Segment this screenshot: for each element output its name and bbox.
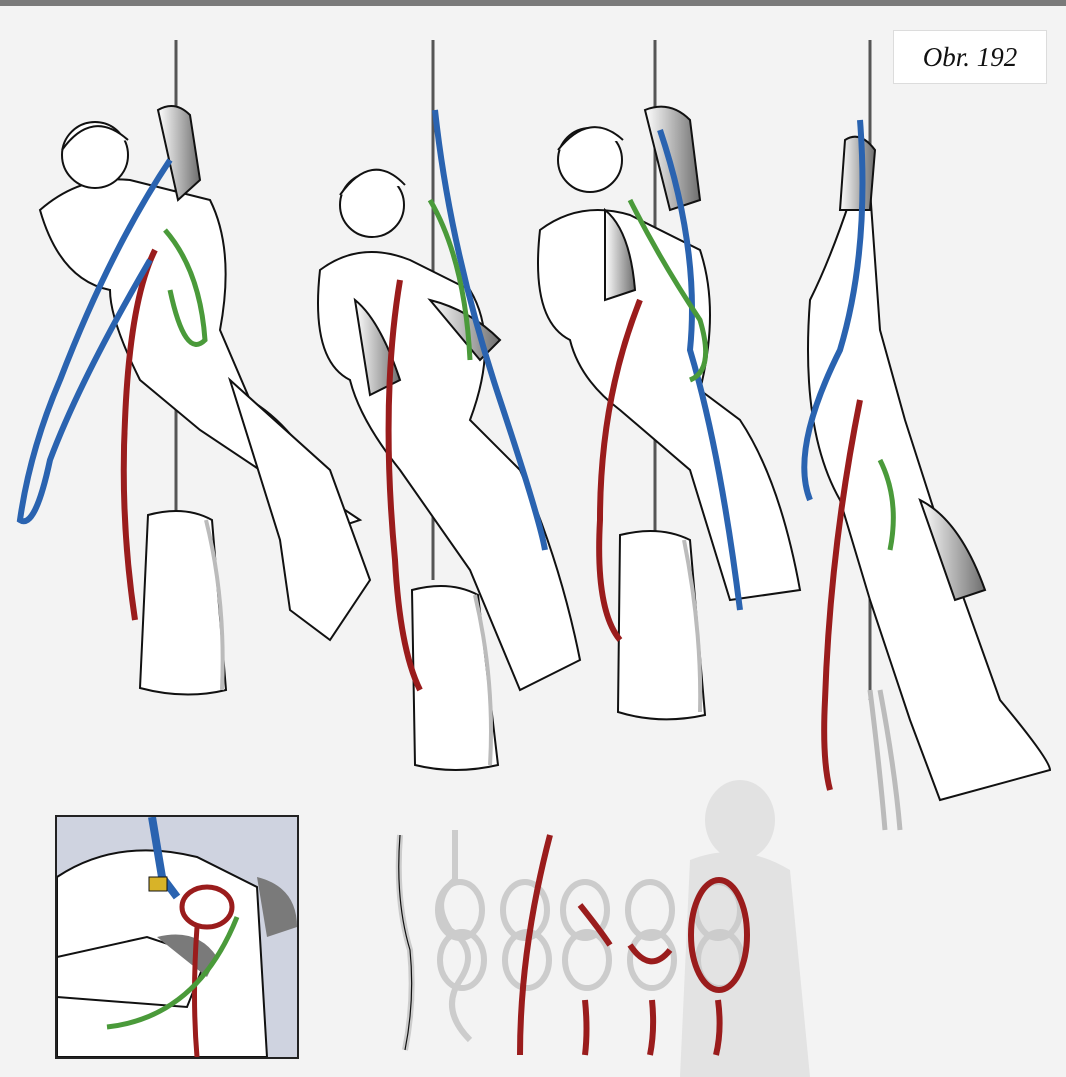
climber-2 <box>318 40 580 770</box>
knot-step-3 <box>503 835 550 1055</box>
knot-step-2 <box>438 830 484 1040</box>
climber-3 <box>538 40 800 719</box>
knot-step-4 <box>563 882 610 1055</box>
figure-label: Obr. 192 <box>893 30 1047 84</box>
knot-step-5 <box>628 882 674 1055</box>
knot-step-1 <box>399 835 412 1050</box>
inset-illustration <box>57 817 297 1057</box>
inset-detail <box>55 815 299 1059</box>
climber-4 <box>804 40 1050 830</box>
climber-1 <box>20 40 370 695</box>
